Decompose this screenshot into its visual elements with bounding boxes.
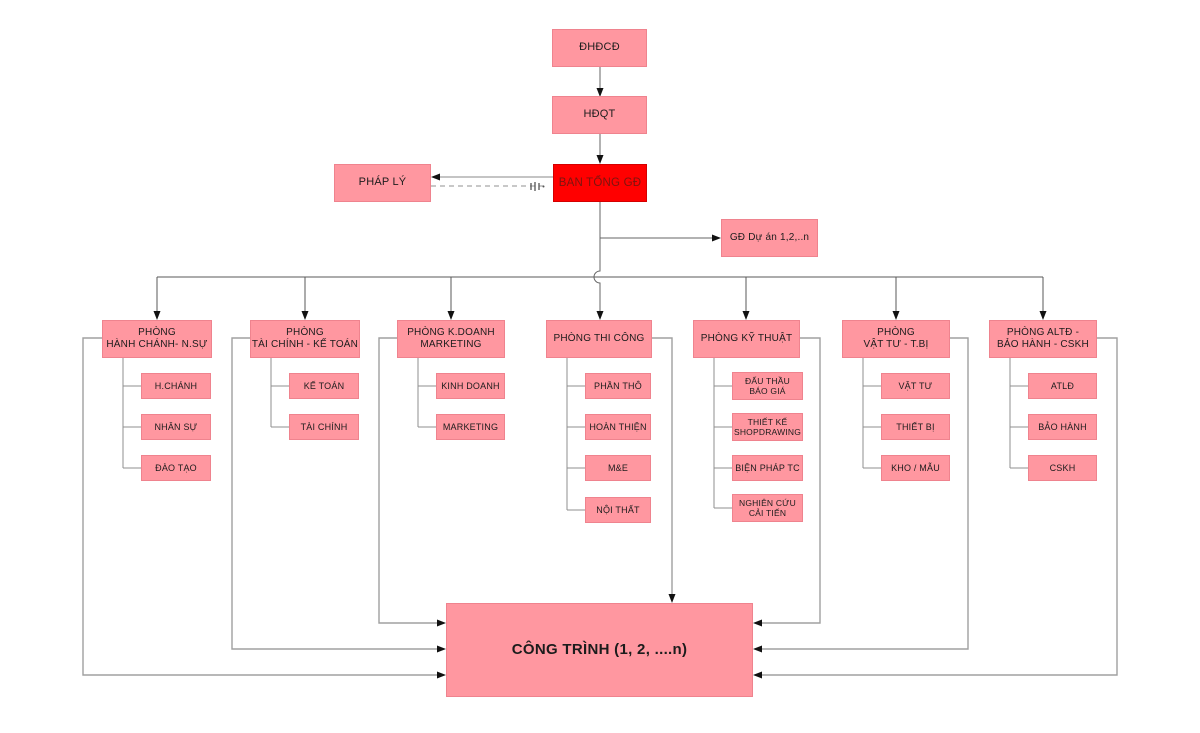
dept-4-child-4: NỘI THẤT [585,497,651,523]
dept-to-projects-connectors [82,337,1118,679]
dashed-arrow-glyph [530,182,540,191]
dept-6-child-2: THIẾT BỊ [881,414,950,440]
dept-2-child-2: TÀI CHÍNH [289,414,359,440]
legal-box: PHÁP LÝ [334,164,431,202]
dept-5-child-2: THIẾT KẾ SHOPDRAWING [732,413,803,441]
dept-1-child-2: NHÂN SỰ [141,414,211,440]
dept-2-header: PHÒNG TÀI CHÍNH - KẾ TOÁN [250,320,360,358]
distribution-line [153,276,1047,320]
dept-5-child-4: NGHIÊN CỨU CẢI TIẾN [732,494,803,522]
dept-6-child-1: VẬT TƯ [881,373,950,399]
dept-7-header: PHÒNG ALTĐ - BẢO HÀNH - CSKH [989,320,1097,358]
dept-trees [122,358,1028,511]
dept-5-header: PHÒNG KỸ THUẬT [693,320,800,358]
dept-1-header: PHÒNG HÀNH CHÁNH- N.SỰ [102,320,212,358]
dept-3-child-1: KINH DOANH [436,373,505,399]
dept-3-header: PHÒNG K.DOANH MARKETING [397,320,505,358]
dept-4-child-1: PHẦN THÔ [585,373,651,399]
dept-4-child-3: M&E [585,455,651,481]
ceo-box: BAN TỔNG GĐ [553,164,647,202]
dept-5-child-3: BIỆN PHÁP TC [732,455,803,481]
dept-7-child-2: BẢO HÀNH [1028,414,1097,440]
dept-4-header: PHÒNG THI CÔNG [546,320,652,358]
board-box: HĐQT [552,96,647,134]
dept-5-child-1: ĐẤU THẦU BÁO GIÁ [732,372,803,400]
dept-3-child-2: MARKETING [436,414,505,440]
dept-2-child-1: KẾ TOÁN [289,373,359,399]
dept-1-child-3: ĐÀO TẠO [141,455,211,481]
dept-6-header: PHÒNG VẬT TƯ - T.BỊ [842,320,950,358]
dept-6-child-3: KHO / MẪU [881,455,950,481]
legal-connectors [431,173,553,191]
dept-4-child-2: HOÀN THIỆN [585,414,651,440]
projects-box: CÔNG TRÌNH (1, 2, ....n) [446,603,753,697]
dept-7-child-1: ATLĐ [1028,373,1097,399]
dept-1-child-1: H.CHÁNH [141,373,211,399]
project-director-box: GĐ Dự án 1,2,..n [721,219,818,257]
dept-7-child-3: CSKH [1028,455,1097,481]
shareholders-box: ĐHĐCĐ [552,29,647,67]
ceo-trunk [593,202,721,320]
